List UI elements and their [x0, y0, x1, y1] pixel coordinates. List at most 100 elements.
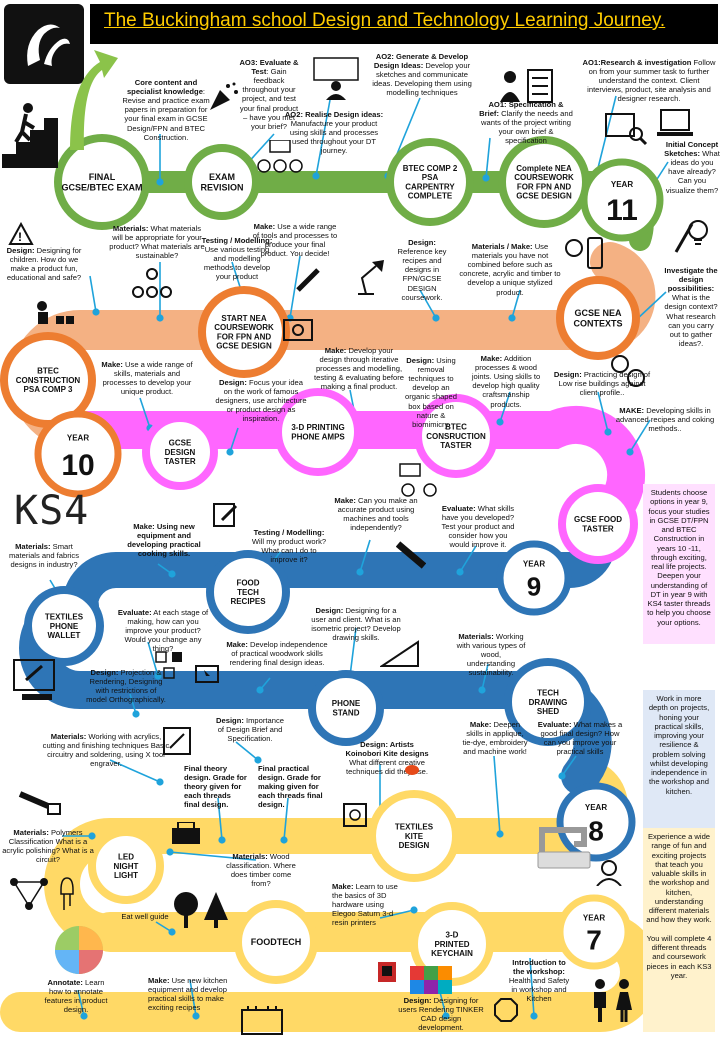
- connector-dot: [226, 448, 234, 456]
- pencil-note-icon: [213, 503, 238, 527]
- connector-dot: [496, 830, 504, 838]
- node-label-line: COURSEWORK: [514, 173, 574, 182]
- note-design-kite: Design: Artists Koinobori Kite designs W…: [345, 740, 429, 777]
- note-introduction: Introduction to the workshop: Health and…: [508, 958, 570, 1004]
- node-final: [54, 134, 150, 230]
- note-evaluate-good: Evaluate: What makes a good final design…: [537, 720, 623, 757]
- sewing-machine-icon: [537, 827, 591, 869]
- node-led: [88, 828, 164, 904]
- connector-line: [635, 291, 667, 321]
- kite-icon: [343, 803, 367, 827]
- connector-line: [485, 137, 491, 179]
- note-design-projection: Design: Projection & Rendering, Designin…: [86, 668, 166, 705]
- year-number-label: 7: [586, 925, 602, 956]
- year-word-label: YEAR: [67, 433, 89, 442]
- node-label-line: DESIGN: [165, 448, 196, 457]
- note-evaluate-skills: Evaluate: What skills have you developed…: [441, 504, 515, 550]
- note-initial-sketches: Initial Concept Sketches: What ideas do …: [664, 140, 720, 195]
- connector-dot: [432, 314, 440, 322]
- node-exam: [184, 144, 260, 220]
- connector-dot: [496, 418, 504, 426]
- node-label-line: TECH: [537, 689, 559, 698]
- printer-icon: [172, 822, 200, 844]
- connector-line: [147, 641, 159, 677]
- connector-line: [499, 391, 511, 423]
- node-label-line: TEXTILES: [395, 823, 434, 832]
- connector-dot: [168, 928, 176, 936]
- note-core: Core content and specialist knowledge: R…: [122, 78, 210, 142]
- chisel-icon: [296, 268, 320, 292]
- connector-line: [561, 755, 577, 777]
- connector-line: [439, 991, 447, 1017]
- node-label-line: START NEA: [221, 314, 266, 323]
- bulb-phone-icon: [565, 237, 603, 269]
- connector-line: [379, 909, 415, 919]
- year-number-label: 9: [527, 572, 541, 602]
- connector-dot: [312, 172, 320, 180]
- saw-icon: [396, 541, 426, 569]
- note-materials-acrylic: Materials: Working with acrylics, cuttin…: [42, 732, 170, 769]
- node-label-line: CARPENTRY: [405, 182, 455, 191]
- lamp-icon: [358, 260, 384, 295]
- node-label-line: COMPLETE: [408, 192, 453, 201]
- kids-play-icon: [37, 301, 74, 324]
- node-label-line: COURSEWORK: [214, 323, 274, 332]
- connector-line: [459, 545, 477, 573]
- note-evaluate-stage: Evaluate: At each stage of making, how c…: [117, 608, 209, 654]
- connector-dot: [280, 836, 288, 844]
- connector-dot: [356, 568, 364, 576]
- svg-text:!: !: [18, 230, 22, 244]
- note-ao2-generate: AO2: Generate & Develop Design Ideas: De…: [372, 52, 472, 98]
- connector-dot: [256, 686, 264, 694]
- connector-line: [283, 797, 289, 841]
- note-make-equipment: Make: Using new equipment and developing…: [127, 522, 201, 559]
- node-label-line: PHONE: [50, 622, 79, 631]
- node-foodtech: [234, 900, 318, 984]
- connector-dot: [530, 1012, 538, 1020]
- ks4-label: KS4: [14, 488, 90, 534]
- node-label-line: TASTER: [440, 441, 472, 450]
- depth-box: Work in more depth on projects, honing y…: [643, 690, 715, 838]
- node-btec-taster: [414, 394, 498, 478]
- node-label-line: REVISION: [200, 182, 243, 192]
- node-label-line: Complete NEA: [516, 164, 572, 173]
- stop-hand-icon: [494, 998, 518, 1022]
- node-gcse-dt: [142, 414, 218, 490]
- note-design-importance: Design: Importance of Design Brief and S…: [216, 716, 284, 744]
- note-materials-make: Materials / Make: Use materials you have…: [459, 242, 561, 297]
- year-number-label: 10: [61, 449, 94, 482]
- note-design-reference: Design: Reference key recipes and design…: [397, 238, 447, 302]
- node-y8: [556, 782, 636, 862]
- connector-line: [229, 427, 239, 453]
- note-annotate: Annotate: Learn how to annotate features…: [44, 978, 108, 1015]
- connector-line: [597, 391, 609, 433]
- connector-dot: [604, 428, 612, 436]
- connector-line: [529, 957, 535, 1017]
- trees-icon: [174, 892, 228, 928]
- node-start-nea: [198, 286, 290, 378]
- note-materials-smart: Materials: Smart materials and fabrics d…: [8, 542, 80, 570]
- note-design-removal: Design: Using removal techniques to deve…: [405, 356, 457, 429]
- connector-line: [493, 755, 501, 835]
- note-ao2-realise: AO2: Realise Design ideas: Manufacture y…: [284, 110, 384, 156]
- year-word-label: YEAR: [611, 180, 633, 189]
- note-make-3d: Make: Learn to use the basics of 3D hard…: [332, 882, 398, 928]
- note-design-lowrise: Design: Practicing design of Low rise bu…: [553, 370, 651, 398]
- party-popper-icon: [210, 82, 238, 110]
- connector-dot: [558, 772, 566, 780]
- node-label-line: RECIPES: [230, 597, 266, 606]
- research-icon: [605, 113, 648, 146]
- note-make-advanced: MAKE: Developing skills in advanced reci…: [615, 406, 715, 434]
- node-phone-stand: [308, 670, 384, 746]
- node-label-line: PSA: [422, 173, 439, 182]
- flowchart-icon: [155, 651, 182, 679]
- yarn-icon: [405, 765, 419, 775]
- node-label-line: GCSE: [169, 439, 192, 448]
- connector-line: [169, 851, 257, 861]
- connector-dot: [254, 756, 262, 764]
- connector-line: [189, 979, 197, 1017]
- node-label-line: EXAM: [209, 172, 235, 182]
- connector-dot: [482, 174, 490, 182]
- node-printing: [274, 388, 362, 476]
